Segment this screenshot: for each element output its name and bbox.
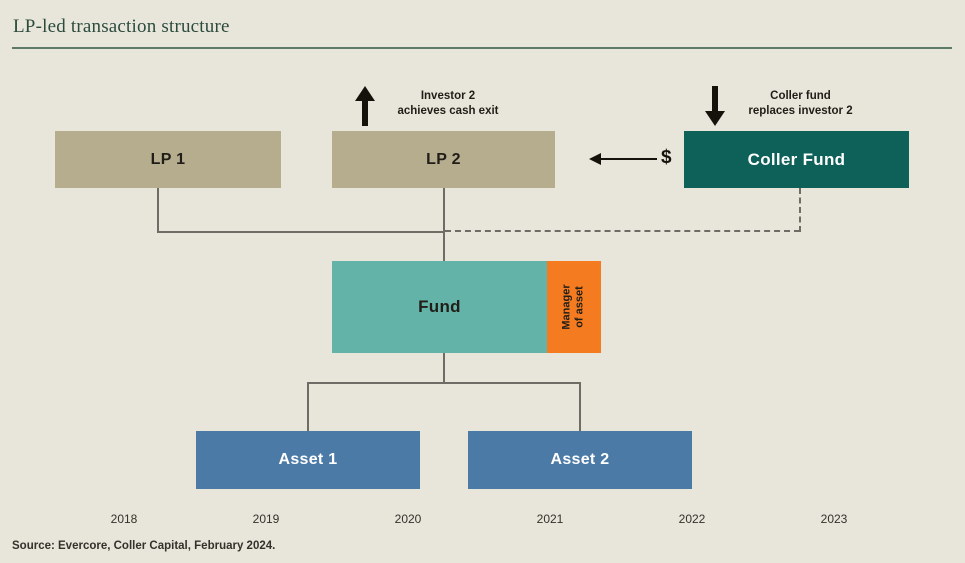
node-asset1-label: Asset 1 [278, 451, 338, 468]
node-asset1[interactable]: Asset 1 [196, 431, 420, 489]
annotation-coller-fund-line2: replaces investor 2 [748, 105, 853, 117]
node-fund[interactable]: Fund [332, 261, 547, 353]
node-asset2-label: Asset 2 [550, 451, 610, 468]
connector-lp1-vertical [157, 188, 159, 233]
connector-coller-dashed-vertical [799, 188, 801, 232]
timeline-year-2020: 2020 [394, 512, 422, 526]
source-note: Source: Evercore, Coller Capital, Februa… [12, 540, 276, 552]
node-coller-fund-label: Coller Fund [747, 149, 846, 169]
annotation-coller-fund: Coller fund replaces investor 2 [723, 89, 878, 119]
node-manager-of-asset[interactable]: Manager of asset [547, 261, 601, 353]
node-asset2[interactable]: Asset 2 [468, 431, 692, 489]
node-manager-of-asset-text: Manager of asset [561, 284, 587, 329]
timeline-year-2022: 2022 [678, 512, 706, 526]
timeline-year-2018: 2018 [110, 512, 138, 526]
money-flow-line [599, 158, 657, 160]
connector-lp-horizontal [157, 231, 445, 233]
node-lp2-label: LP 2 [426, 150, 461, 168]
node-manager-line2: of asset [574, 286, 586, 328]
node-coller-fund[interactable]: Coller Fund [684, 131, 909, 188]
timeline-year-2021: 2021 [536, 512, 564, 526]
connector-fund-down [443, 353, 445, 384]
annotation-investor-2-line2: achieves cash exit [397, 105, 499, 117]
connector-asset2-drop [579, 382, 581, 432]
node-lp2[interactable]: LP 2 [332, 131, 555, 188]
timeline-year-2019: 2019 [252, 512, 280, 526]
arrow-left-icon [589, 153, 601, 165]
connector-asset1-drop [307, 382, 309, 432]
arrow-up-icon [353, 86, 377, 131]
annotation-investor-2: Investor 2 achieves cash exit [373, 89, 523, 119]
annotation-investor-2-line1: Investor 2 [420, 90, 476, 102]
node-fund-group: Fund Manager of asset [332, 261, 601, 353]
node-lp1[interactable]: LP 1 [55, 131, 281, 188]
title-divider [12, 47, 952, 49]
page-title: LP-led transaction structure [13, 16, 230, 37]
node-manager-line1: Manager [561, 284, 573, 330]
annotation-coller-fund-line1: Coller fund [770, 90, 831, 102]
connector-coller-dashed-horizontal [445, 230, 800, 232]
dollar-sign-icon: $ [661, 147, 672, 168]
node-lp1-label: LP 1 [150, 150, 186, 168]
connector-lp2-to-fund [443, 188, 445, 262]
node-fund-label: Fund [418, 297, 461, 316]
timeline-year-2023: 2023 [820, 512, 848, 526]
arrow-down-icon [703, 86, 727, 131]
connector-assets-horizontal [307, 382, 581, 384]
